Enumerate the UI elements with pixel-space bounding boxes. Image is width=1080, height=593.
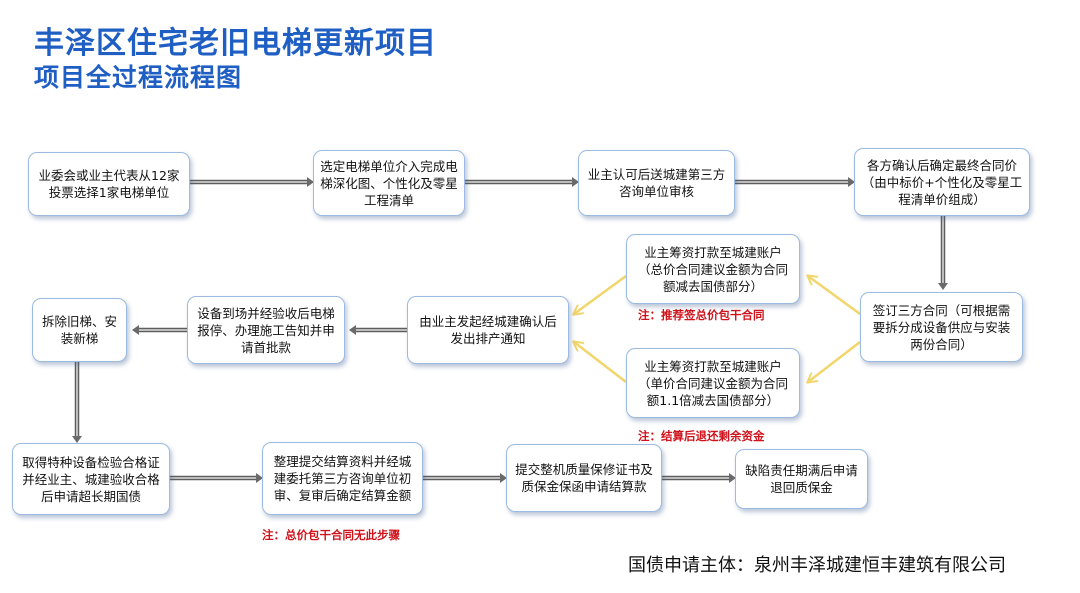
step-label: 业主筹资打款至城建账户（总价合同建议金额为合同额减去国债部分） — [637, 244, 788, 294]
connector-pay-unit-step6 — [574, 342, 627, 383]
connector-step3-step4 — [735, 177, 855, 187]
connector-step7-step8 — [132, 325, 187, 335]
step-select-elevator-company: 业委会或业主代表从12家投票选择1家电梯单位 — [28, 152, 190, 216]
connector-step5-pay-total — [808, 276, 861, 316]
connector-step8-step9 — [72, 362, 82, 443]
diagram-title: 丰泽区住宅老旧电梯更新项目 — [34, 26, 437, 61]
note-refund-remaining: 注：结算后退还剩余资金 — [638, 429, 765, 443]
step-label: 由业主发起经城建确认后发出排产通知 — [419, 314, 557, 346]
connector-step5-pay-unit — [808, 341, 861, 382]
step-settlement-audit: 整理提交结算资料并经城建委托第三方咨询单位初审、复审后确定结算金额 — [262, 442, 423, 515]
step-third-party-review: 业主认可后送城建第三方咨询单位审核 — [578, 150, 735, 216]
step-return-retention: 缺陷责任期满后申请退回质保金 — [735, 449, 868, 509]
step-production-notice: 由业主发起经城建确认后发出排产通知 — [407, 296, 569, 364]
connector-step10-step11 — [423, 473, 507, 483]
connector-step4-step5 — [938, 214, 948, 290]
step-label: 提交整机质量保修证书及质保金保函申请结算款 — [515, 462, 653, 494]
step-label: 业委会或业主代表从12家投票选择1家电梯单位 — [38, 168, 180, 200]
step-equipment-acceptance: 设备到场并经验收后电梯报停、办理施工告知并申请首批款 — [187, 296, 345, 364]
connector-pay-total-step6 — [574, 274, 627, 314]
connector-step11-step12 — [662, 473, 736, 483]
step-label: 业主筹资打款至城建账户（单价合同建议金额为合同额1.1倍减去国债部分） — [637, 358, 788, 408]
step-label: 缺陷责任期满后申请退回质保金 — [745, 463, 858, 495]
step-final-contract-price: 各方确认后确定最终合同价（由中标价+个性化及零星工程清单价组成） — [854, 148, 1030, 216]
connector-step2-step3 — [465, 177, 579, 187]
connector-step9-step10 — [170, 473, 263, 483]
step-payment-unit-price: 业主筹资打款至城建账户（单价合同建议金额为合同额1.1倍减去国债部分） — [626, 348, 800, 418]
step-label: 各方确认后确定最终合同价（由中标价+个性化及零星工程清单价组成） — [861, 157, 1023, 207]
step-apply-treasury-bond: 取得特种设备检验合格证并经业主、城建验收合格后申请超长期国债 — [12, 443, 170, 515]
step-label: 选定电梯单位介入完成电梯深化图、个性化及零星工程清单 — [320, 158, 458, 208]
bond-applicant-footer: 国债申请主体：泉州丰泽城建恒丰建筑有限公司 — [628, 555, 1006, 576]
connector-step6-step7 — [349, 325, 407, 335]
connector-step1-step2 — [190, 177, 314, 187]
step-label: 设备到场并经验收后电梯报停、办理施工告知并申请首批款 — [197, 305, 335, 355]
note-no-step-total-price: 注：总价包干合同无此步骤 — [262, 528, 400, 542]
step-label: 取得特种设备检验合格证并经业主、城建验收合格后申请超长期国债 — [22, 454, 160, 504]
step-remove-install: 拆除旧梯、安装新梯 — [32, 298, 127, 362]
step-deepen-design: 选定电梯单位介入完成电梯深化图、个性化及零星工程清单 — [313, 150, 465, 216]
step-label: 拆除旧梯、安装新梯 — [41, 314, 117, 346]
note-recommend-total-price: 注：推荐签总价包干合同 — [638, 308, 765, 322]
step-label: 业主认可后送城建第三方咨询单位审核 — [587, 167, 726, 199]
step-label: 整理提交结算资料并经城建委托第三方咨询单位初审、复审后确定结算金额 — [273, 454, 412, 503]
step-warranty-settlement: 提交整机质量保修证书及质保金保函申请结算款 — [506, 444, 662, 512]
step-sign-tripartite-contract: 签订三方合同（可根据需要拆分成设备供应与安装两份合同） — [860, 292, 1023, 362]
step-label: 签订三方合同（可根据需要拆分成设备供应与安装两份合同） — [872, 302, 1011, 352]
diagram-subtitle: 项目全过程流程图 — [34, 63, 243, 92]
step-payment-total-price: 业主筹资打款至城建账户（总价合同建议金额为合同额减去国债部分） — [626, 234, 800, 304]
